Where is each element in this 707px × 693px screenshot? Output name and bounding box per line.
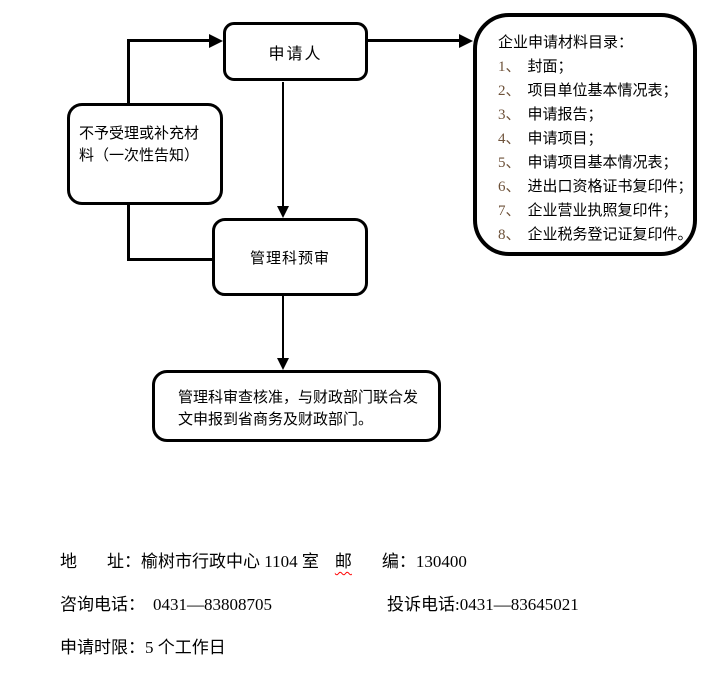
- footer-address-line: 地 址：榆树市行政中心 1104 室邮 编：130400: [60, 551, 467, 573]
- list-item-text: 企业税务登记证复印件。: [527, 226, 693, 243]
- footer-consult-phone: 咨询电话： 0431—83808705: [60, 594, 272, 616]
- list-item-text: 申请项目基本情况表；: [527, 154, 678, 171]
- list-item-text: 申请报告；: [527, 106, 603, 123]
- arrowhead-into-applicant-icon: [209, 34, 223, 48]
- materials-list-item: 8、企业税务登记证复印件。: [498, 223, 693, 247]
- materials-list-item: 5、申请项目基本情况表；: [498, 151, 685, 175]
- connector-preview-to-approval: [282, 296, 284, 359]
- list-item-text: 申请项目；: [527, 130, 603, 147]
- connector-preview-to-reject-horizontal: [127, 258, 212, 261]
- deadline-value: 5 个工作日: [145, 638, 226, 657]
- materials-list-item: 7、企业营业执照复印件；: [498, 199, 685, 223]
- materials-list-item: 6、进出口资格证书复印件；: [498, 175, 693, 199]
- postal-code-value: 130400: [415, 552, 467, 571]
- list-item-text: 封面；: [527, 58, 573, 75]
- address-label-part2: 址：: [107, 552, 141, 571]
- management-approval-box: 管理科审查核准，与财政部门联合发文申报到省商务及财政部门。: [152, 370, 441, 442]
- materials-catalog-title: 企业申请材料目录：: [498, 34, 634, 51]
- materials-catalog-box: 企业申请材料目录： 1、封面； 2、项目单位基本情况表； 3、申请报告； 4、申…: [473, 13, 697, 256]
- connector-applicant-to-materials: [367, 39, 460, 42]
- deadline-label: 申请时限：: [60, 638, 145, 657]
- postal-label-part1: 邮: [334, 552, 352, 571]
- list-item-number: 4、: [498, 131, 521, 147]
- consult-phone-value: 0431—83808705: [153, 595, 272, 614]
- arrowhead-into-preview-icon: [277, 206, 289, 218]
- consult-phone-label: 咨询电话：: [60, 595, 145, 614]
- list-item-number: 3、: [498, 107, 521, 123]
- materials-list-item: 2、项目单位基本情况表；: [498, 79, 685, 103]
- list-item-text: 项目单位基本情况表；: [527, 82, 678, 99]
- applicant-box: 申请人: [223, 22, 368, 81]
- list-item-number: 5、: [498, 155, 521, 171]
- connector-reject-to-applicant-vertical: [127, 41, 130, 103]
- list-item-number: 2、: [498, 83, 521, 99]
- postal-label-part2: 编：: [381, 552, 416, 571]
- management-preview-box: 管理科预审: [212, 218, 368, 296]
- address-value: 榆树市行政中心 1104 室: [141, 552, 319, 571]
- list-item-text: 进出口资格证书复印件；: [527, 178, 693, 195]
- list-item-number: 1、: [498, 59, 521, 75]
- materials-list-item: 3、申请报告；: [498, 103, 685, 127]
- connector-applicant-to-preview: [282, 82, 284, 207]
- list-item-number: 8、: [498, 227, 521, 243]
- reject-or-supplement-box: 不予受理或补充材料（一次性告知）: [67, 103, 223, 205]
- footer-deadline-line: 申请时限：5 个工作日: [60, 637, 226, 659]
- complaint-phone-value: 0431—83645021: [459, 595, 579, 614]
- complaint-phone-label: 投诉电话:: [387, 595, 460, 614]
- materials-list-item: 1、封面；: [498, 55, 685, 79]
- materials-list-item: 4、申请项目；: [498, 127, 685, 151]
- management-approval-label: 管理科审查核准，与财政部门联合发文申报到省商务及财政部门。: [178, 389, 419, 428]
- list-item-number: 7、: [498, 203, 521, 219]
- footer-complaint-phone: 投诉电话:0431—83645021: [387, 594, 579, 616]
- connector-preview-to-reject-vertical: [127, 205, 130, 261]
- list-item-text: 企业营业执照复印件；: [527, 202, 678, 219]
- reject-or-supplement-label: 不予受理或补充材料（一次性告知）: [79, 125, 200, 164]
- list-item-number: 6、: [498, 179, 521, 195]
- address-label-part1: 地: [60, 552, 77, 571]
- arrowhead-into-materials-icon: [459, 34, 473, 48]
- arrowhead-into-approval-icon: [277, 358, 289, 370]
- applicant-box-label: 申请人: [268, 45, 323, 63]
- connector-reject-to-applicant-horizontal: [127, 39, 211, 42]
- management-preview-label: 管理科预审: [249, 249, 330, 267]
